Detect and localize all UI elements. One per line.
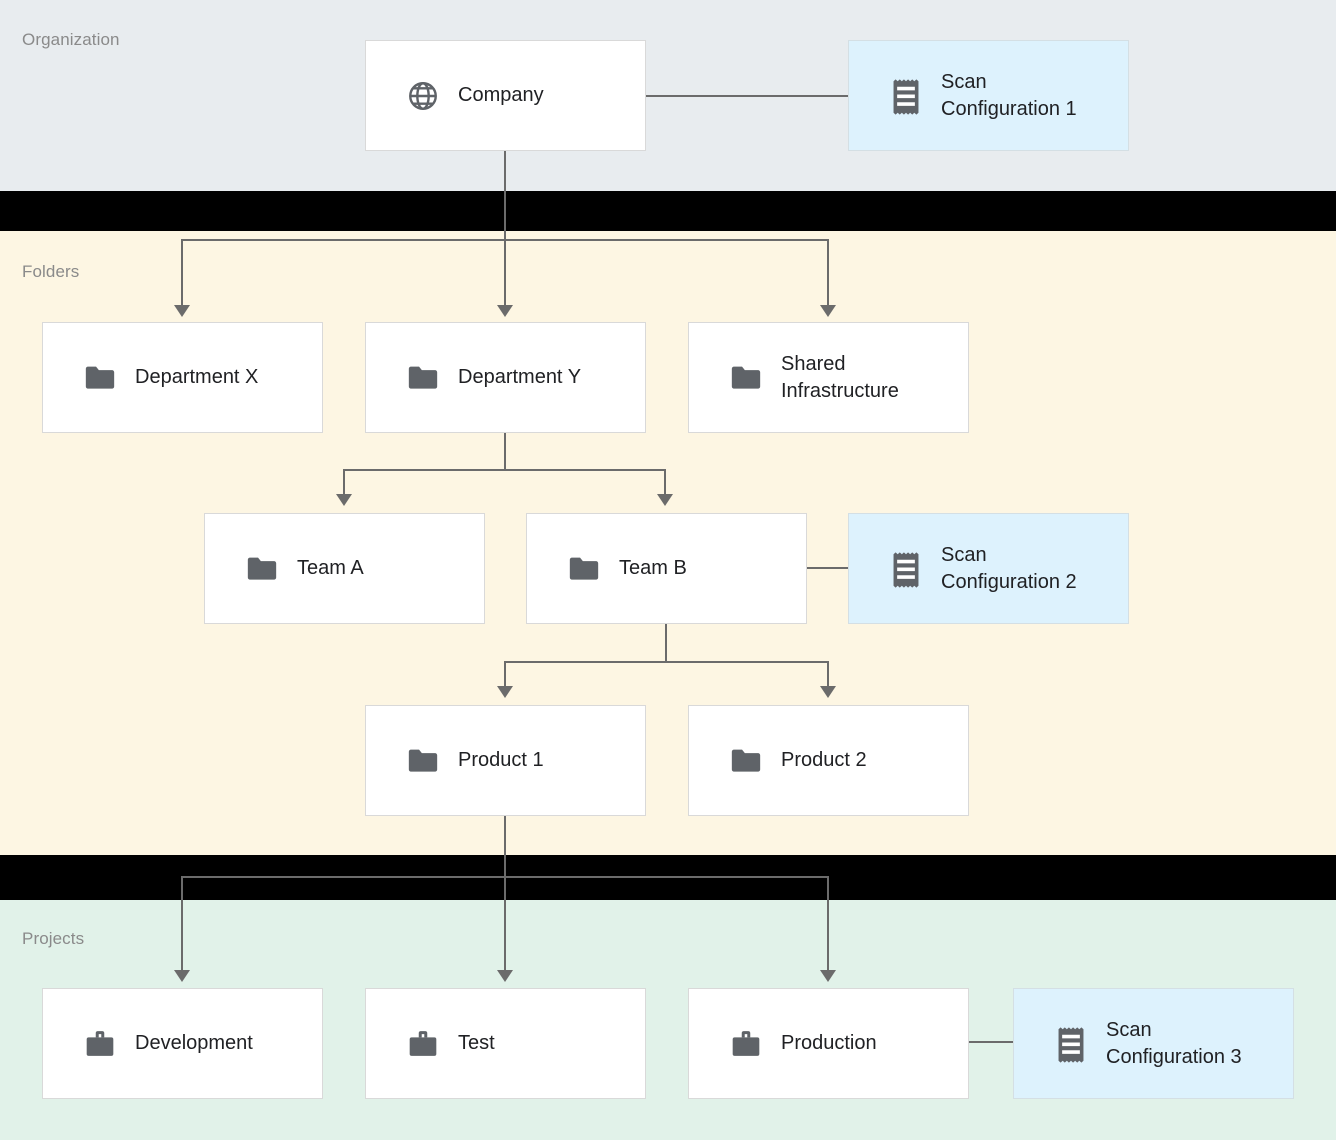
node-label: Test [458,1032,495,1054]
folder-icon [245,552,279,586]
node-label: Company [458,84,544,106]
edge-drop-department-y [504,239,506,311]
arrowhead-shared-infra [820,305,836,317]
arrowhead-production [820,970,836,982]
node-department-y[interactable]: Department Y [365,322,646,433]
node-label: Team B [619,557,687,579]
folder-icon [567,552,601,586]
node-company[interactable]: Company [365,40,646,151]
edge-drop-department-x [181,239,183,311]
node-label: Team A [297,557,364,579]
edge-drop-team-a [343,469,345,500]
folder-icon [83,361,117,395]
node-department-x[interactable]: Department X [42,322,323,433]
folder-icon [406,744,440,778]
node-label: Product 1 [458,749,544,771]
node-team-a[interactable]: Team A [204,513,485,624]
node-scan-configuration-1[interactable]: Scan Configuration 1 [848,40,1129,151]
briefcase-icon [83,1027,117,1061]
edge-drop-test [504,876,506,976]
folder-icon [729,361,763,395]
arrowhead-department-y [497,305,513,317]
arrowhead-test [497,970,513,982]
arrowhead-development [174,970,190,982]
edge-drop-development [181,876,183,976]
receipt-icon [1054,1026,1088,1063]
edge-team-b-trunk [665,624,667,663]
briefcase-icon [729,1027,763,1061]
node-label: Department X [135,366,259,388]
edge-drop-product-2 [827,661,829,692]
node-product-2[interactable]: Product 2 [688,705,969,816]
node-production[interactable]: Production [688,988,969,1099]
folder-icon [729,744,763,778]
node-shared-infrastructure[interactable]: Shared Infrastructure [688,322,969,433]
arrowhead-product-2 [820,686,836,698]
edge-product-1-trunk [504,815,506,878]
node-product-1[interactable]: Product 1 [365,705,646,816]
arrowhead-team-b [657,494,673,506]
globe-icon [406,79,440,113]
band-label-projects: Projects [22,929,85,948]
arrowhead-department-x [174,305,190,317]
edge-production-scan3 [968,1041,1014,1043]
receipt-icon [889,551,923,588]
node-development[interactable]: Development [42,988,323,1099]
edge-department-y-trunk [504,432,506,471]
node-label: Department Y [458,366,582,388]
folder-icon [406,361,440,395]
node-test[interactable]: Test [365,988,646,1099]
edge-drop-team-b [664,469,666,500]
node-label: Scan Configuration 3 [1106,1018,1242,1068]
edge-team-b-scan2 [807,567,849,569]
briefcase-icon [406,1027,440,1061]
node-label: Scan Configuration 2 [941,543,1077,593]
edge-department-y-bus [343,469,666,471]
arrowhead-product-1 [497,686,513,698]
node-scan-configuration-2[interactable]: Scan Configuration 2 [848,513,1129,624]
node-label: Production [781,1032,877,1054]
edge-company-trunk [504,150,506,241]
edge-team-b-bus [504,661,828,663]
edge-company-scan1 [646,95,848,97]
node-label: Product 2 [781,749,867,771]
node-team-b[interactable]: Team B [526,513,807,624]
node-label: Development [135,1032,253,1054]
band-label-organization: Organization [22,30,120,49]
arrowhead-team-a [336,494,352,506]
receipt-icon [889,78,923,115]
edge-drop-shared-infra [827,239,829,311]
band-label-folders: Folders [22,262,80,281]
node-label: Scan Configuration 1 [941,70,1077,120]
node-label: Shared Infrastructure [781,352,899,402]
node-scan-configuration-3[interactable]: Scan Configuration 3 [1013,988,1294,1099]
edge-drop-product-1 [504,661,506,692]
edge-drop-production [827,876,829,976]
